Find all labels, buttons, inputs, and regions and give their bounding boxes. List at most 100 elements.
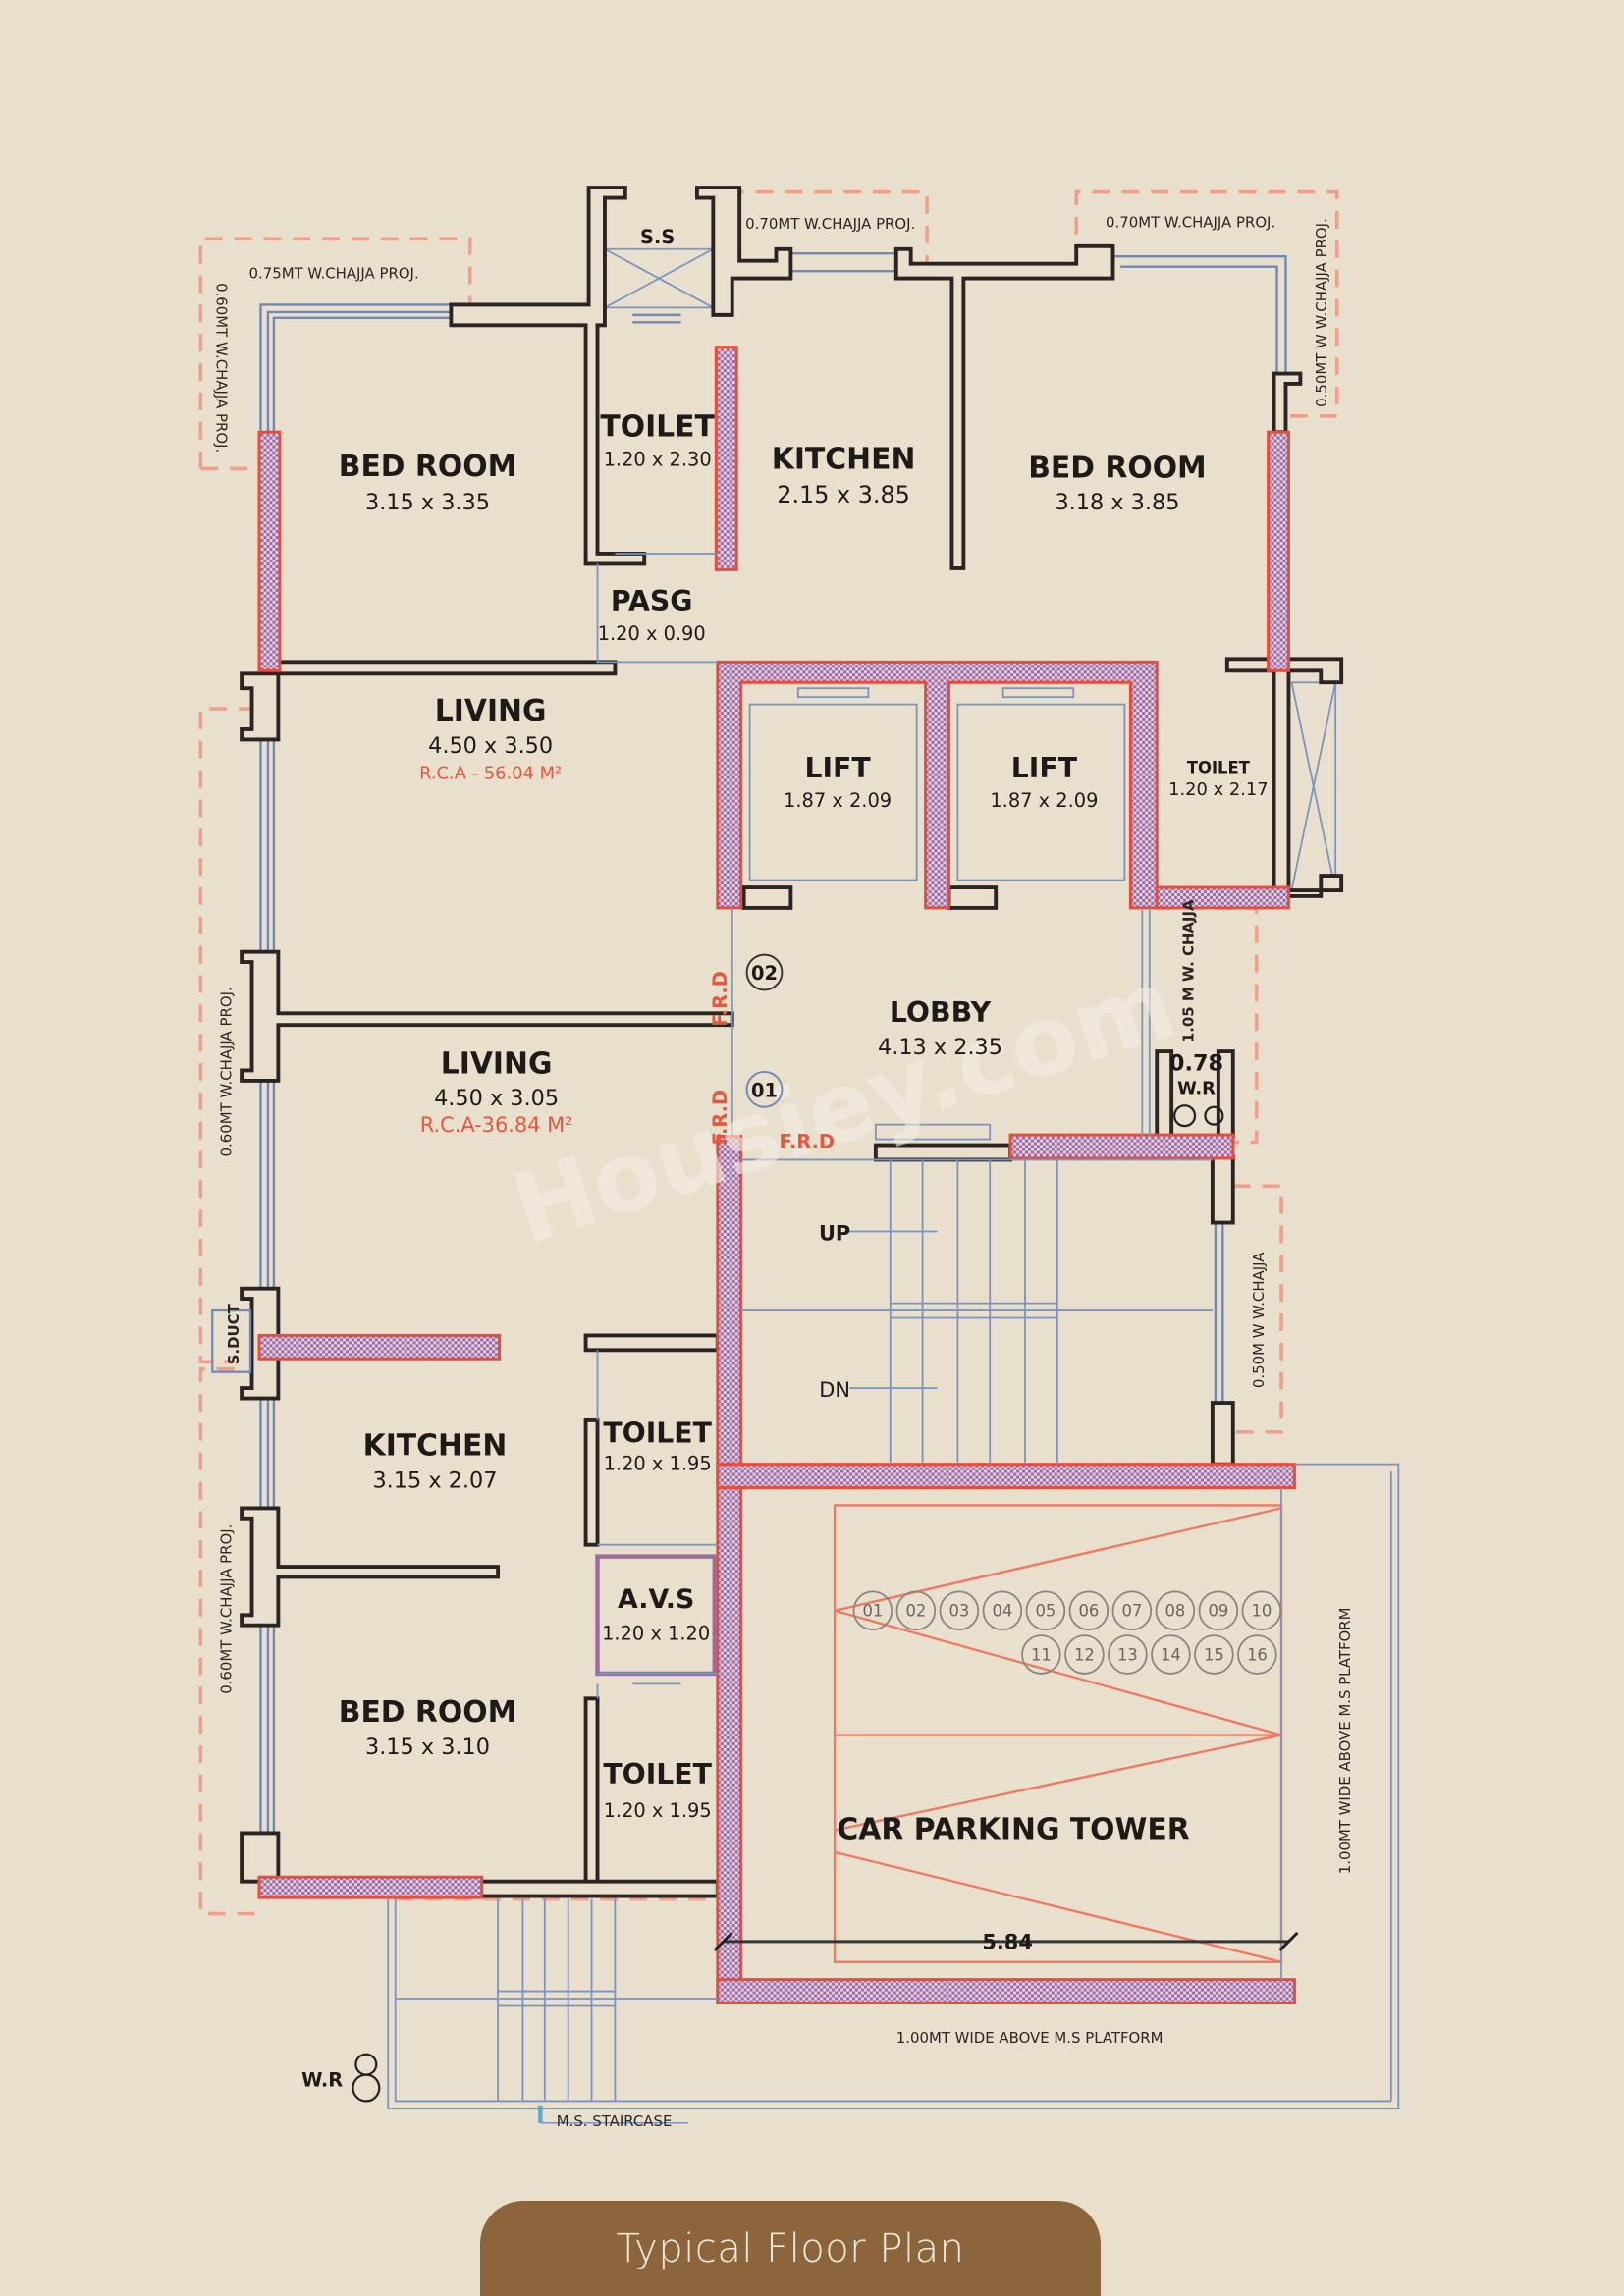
parking-slot-circle (895, 1590, 937, 1631)
living-1-label: LIVING (435, 694, 547, 728)
ss-label: S.S (640, 226, 675, 248)
car-parking-label: CAR PARKING TOWER (837, 1812, 1189, 1846)
bed-room-1-label: BED ROOM (339, 450, 517, 484)
pasg-label: PASG (611, 585, 693, 617)
living-2-rca: R.C.A-36.84 M² (420, 1113, 573, 1137)
living-2-label: LIVING (441, 1046, 553, 1081)
frd-01: F.R.D (709, 1090, 731, 1145)
parking-slot-number: 05 (1035, 1602, 1056, 1621)
toilet-3-label: TOILET (603, 1416, 712, 1449)
parking-slot-circle (1151, 1634, 1191, 1675)
toilet-4-label: TOILET (603, 1758, 712, 1790)
parking-slot-circle (1025, 1590, 1066, 1631)
parking-slot-circle (1021, 1634, 1061, 1675)
parking-slot-number: 04 (992, 1602, 1012, 1621)
avs-dim: 1.20 x 1.20 (602, 1623, 710, 1645)
parking-slot-circle (1198, 1590, 1239, 1631)
chajja-left-bottom: 0.60MT W.CHAJJA PROJ. (218, 1524, 236, 1694)
frd-lobby: F.R.D (780, 1131, 835, 1153)
watermark: Housiey.com (500, 948, 1188, 1267)
toilet-1-dim: 1.20 x 2.30 (604, 448, 712, 470)
bed-room-3-label: BED ROOM (339, 1695, 517, 1730)
lift-2-dim: 1.87 x 2.09 (990, 789, 1098, 812)
page-title: Typical Floor Plan (616, 2225, 965, 2271)
parking-slot-circle (1108, 1634, 1148, 1675)
parking-slot-number: 09 (1208, 1602, 1228, 1621)
ms-staircase: M.S. STAIRCASE (557, 2112, 673, 2130)
living-1-dim: 4.50 x 3.50 (428, 733, 553, 759)
parking-slot-circle (1064, 1634, 1105, 1675)
chajja-top-mid: 0.70MT W.CHAJJA PROJ. (745, 215, 915, 233)
kitchen-2-dim: 3.15 x 2.07 (372, 1468, 497, 1494)
parking-slot-number: 07 (1121, 1602, 1142, 1621)
stair-dn: DN (819, 1378, 850, 1402)
parking-slot-number: 14 (1161, 1646, 1181, 1665)
parking-slot-circle (1241, 1590, 1282, 1631)
parking-slot-number: 11 (1031, 1646, 1052, 1665)
staircase (596, 1158, 1213, 1699)
pasg-dim: 1.20 x 0.90 (598, 622, 706, 645)
parking-slot-circle (852, 1590, 893, 1631)
parking-slot-number: 08 (1164, 1602, 1185, 1621)
parking-slot-number: 16 (1247, 1646, 1268, 1665)
chajja-right-top: 0.50MT W W.CHAJJA PROJ. (1313, 218, 1330, 407)
avs-label: A.V.S (618, 1584, 694, 1615)
parking-slot-circle (1111, 1590, 1153, 1631)
toilet-2-dim: 1.20 x 2.17 (1168, 779, 1269, 800)
parking-slot-number: 03 (948, 1602, 969, 1621)
flat-01-marker: 01 (751, 1079, 778, 1101)
parking-slot-number: 01 (862, 1602, 883, 1621)
toilet-2-label: TOILET (1187, 759, 1251, 777)
parking-slot-number: 15 (1204, 1646, 1224, 1665)
lobby-label: LOBBY (890, 996, 992, 1029)
title-bar: Typical Floor Plan (480, 2201, 1101, 2296)
parking-slot-circle (1155, 1590, 1196, 1631)
toilet-1-label: TOILET (600, 410, 715, 445)
bed-room-3-dim: 3.15 x 3.10 (365, 1735, 490, 1760)
bed-room-2-label: BED ROOM (1028, 451, 1207, 485)
parking-slot-circle (939, 1590, 980, 1631)
walls (240, 186, 1344, 1898)
parking-slot-number: 13 (1117, 1646, 1138, 1665)
bed-room-2-dim: 3.18 x 3.85 (1055, 490, 1179, 515)
chajja-left-mid: 0.60MT W.CHAJJA PROJ. (218, 987, 236, 1156)
living-1-rca: R.C.A - 56.04 M² (419, 764, 562, 784)
kitchen-2-label: KITCHEN (363, 1429, 508, 1464)
parking-slot-number: 10 (1251, 1602, 1272, 1621)
lift-shafts (596, 553, 1151, 1141)
parking-slot-circle (982, 1590, 1023, 1631)
chajja-stair: 0.50M W W.CHAJJA (1250, 1252, 1268, 1388)
toilet-3-dim: 1.20 x 1.95 (604, 1453, 712, 1475)
chajja-left-top: 0.60MT W.CHAJJA PROJ. (213, 283, 231, 453)
living-2-dim: 4.50 x 3.05 (434, 1086, 559, 1111)
wr-bottom-label: W.R (301, 2069, 343, 2092)
platform-right: 1.00MT WIDE ABOVE M.S PLATFORM (1336, 1607, 1354, 1874)
wr-label: W.R (1177, 1078, 1216, 1098)
stair-up: UP (819, 1221, 850, 1245)
parking-slot-circle (1068, 1590, 1110, 1631)
parking-slot-number: 12 (1074, 1646, 1095, 1665)
chajja-outlines (198, 189, 1339, 1916)
flat-02-marker: 02 (751, 962, 778, 985)
windows (259, 247, 1337, 1834)
toilet-4-dim: 1.20 x 1.95 (604, 1799, 712, 1822)
parking-slot-number: 02 (905, 1602, 926, 1621)
lift-1-label: LIFT (804, 752, 871, 784)
car-parking-width: 5.84 (982, 1930, 1033, 1953)
sduct-label: S.DUCT (225, 1303, 243, 1364)
chajja-lobby: 1.05 M W. CHAJJA (1180, 899, 1198, 1042)
annotations: 0.75MT W.CHAJJA PROJ. 0.60MT W.CHAJJA PR… (211, 213, 1354, 2130)
lobby-dim: 4.13 x 2.35 (878, 1035, 1002, 1060)
platform-bottom: 1.00MT WIDE ABOVE M.S PLATFORM (896, 2029, 1164, 2047)
wr-dim: 0.78 (1169, 1050, 1223, 1076)
room-labels: BED ROOM 3.15 x 3.35 TOILET 1.20 x 2.30 … (339, 226, 1269, 1954)
kitchen-1-dim: 2.15 x 3.85 (777, 481, 910, 508)
lift-2-label: LIFT (1011, 752, 1078, 784)
rcc-walls (257, 346, 1296, 2004)
frd-02: F.R.D (709, 971, 731, 1026)
parking-slot-circle (1194, 1634, 1234, 1675)
car-parking-tower (387, 1463, 1400, 2124)
parking-slot-circle (1237, 1634, 1277, 1675)
